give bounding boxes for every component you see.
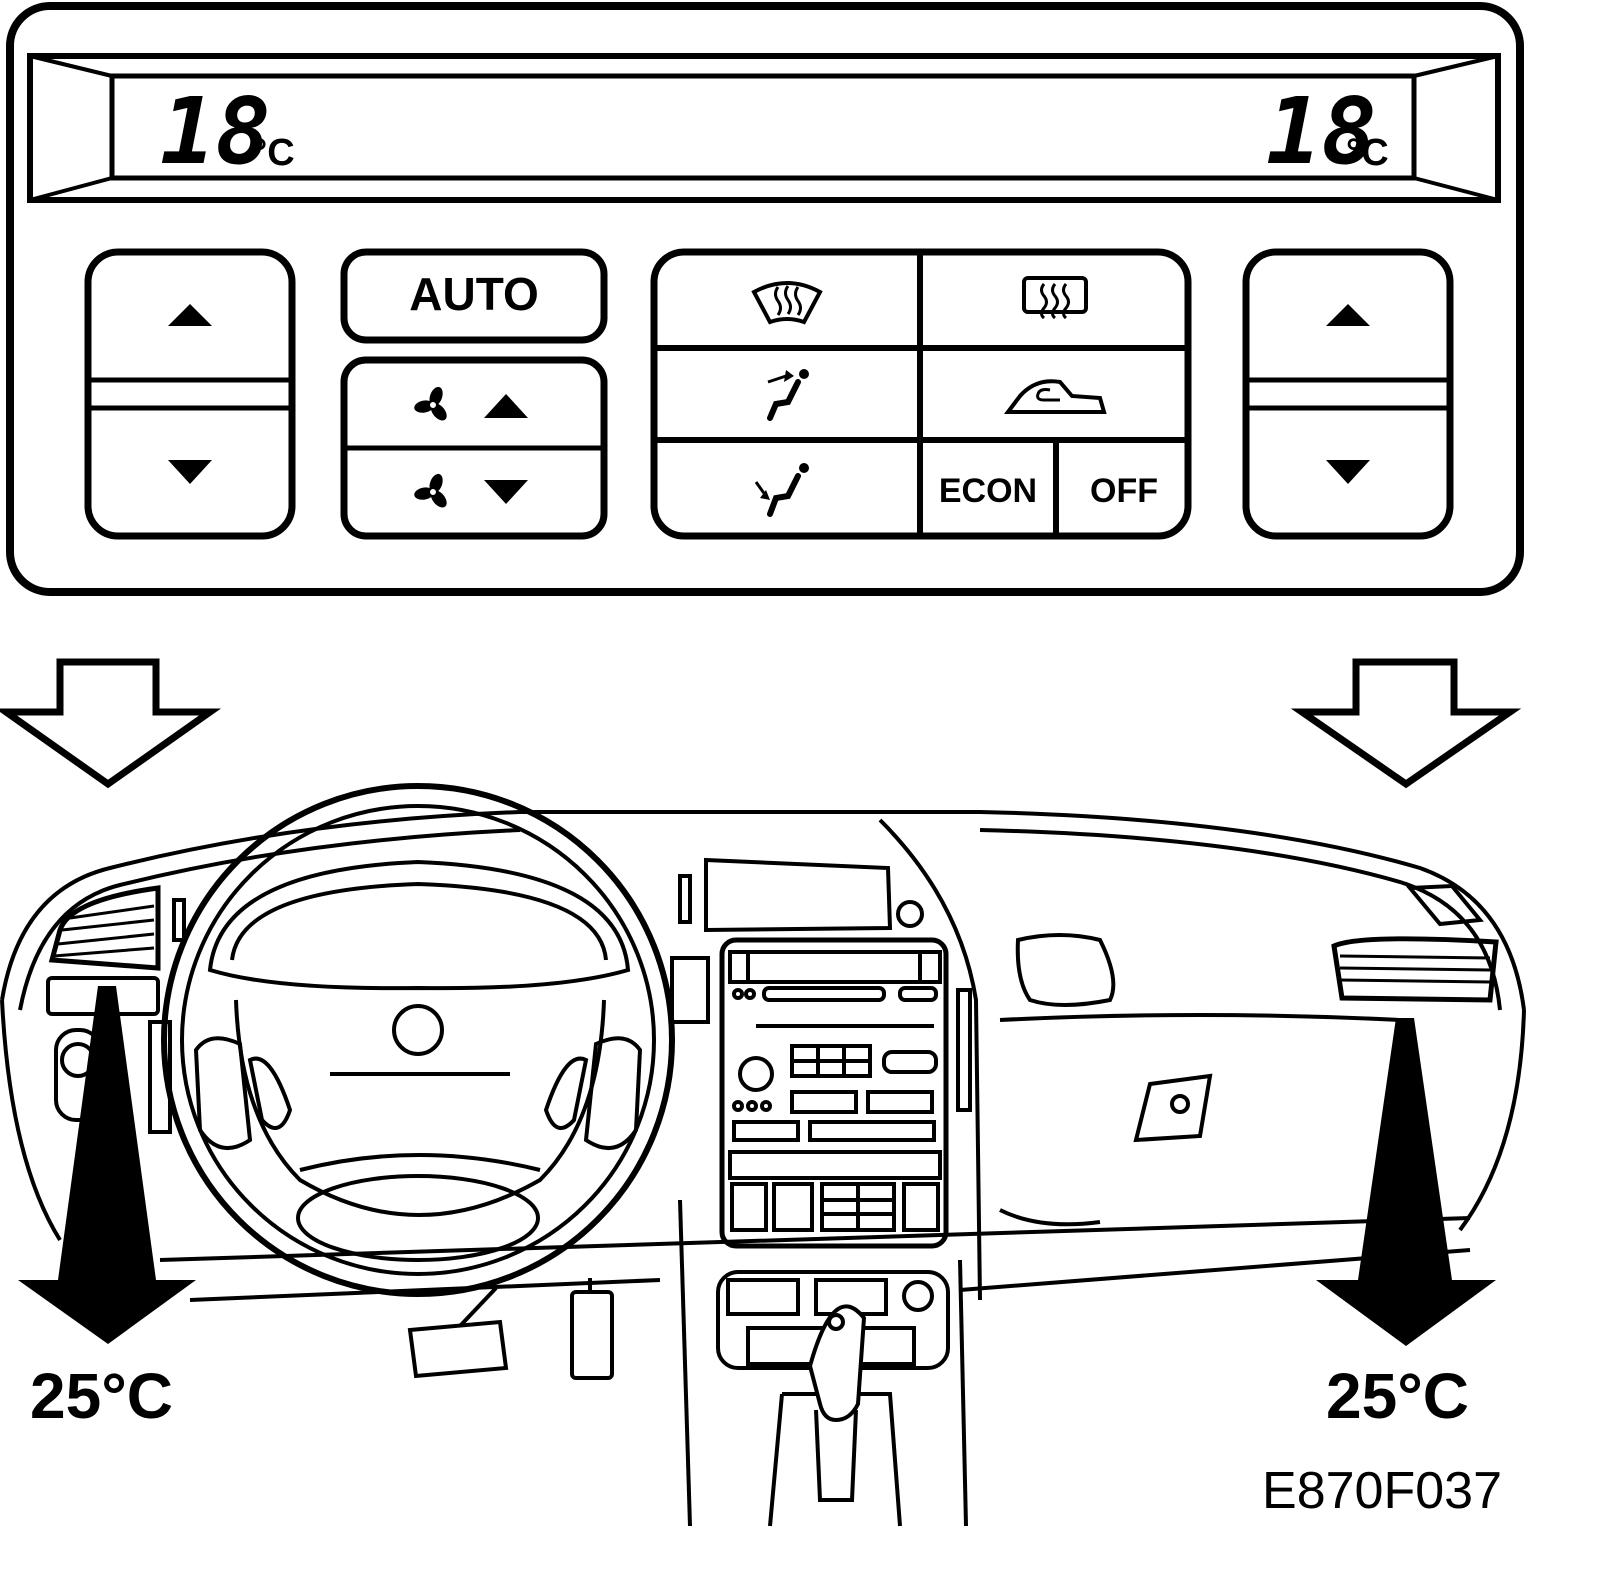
floor-mode-button[interactable] — [658, 444, 916, 532]
auto-button-label: AUTO — [409, 268, 539, 320]
left-display-unit: °C — [252, 132, 295, 174]
off-button[interactable]: OFF — [1060, 444, 1184, 532]
right-temp-up-button[interactable] — [1250, 256, 1446, 376]
left-temp-down-button[interactable] — [92, 412, 288, 532]
off-button-label: OFF — [1090, 472, 1158, 510]
recirculation-icon — [1004, 379, 1107, 414]
right-display-unit: °C — [1346, 132, 1389, 174]
floor-mode-icon — [754, 463, 809, 517]
fan-icon — [414, 473, 447, 508]
up-arrow-icon — [484, 394, 528, 418]
down-arrow-icon — [168, 460, 212, 484]
dashboard-illustration — [0, 783, 1526, 1527]
vent-mode-button[interactable] — [658, 352, 916, 436]
down-arrow-icon — [1326, 460, 1370, 484]
right-hollow-arrow — [1290, 658, 1522, 789]
rear-defrost-button[interactable] — [924, 256, 1184, 344]
right-solid-arrow — [1316, 1018, 1496, 1346]
recirculation-button[interactable] — [924, 352, 1184, 436]
left-temp-buttons — [84, 248, 296, 540]
econ-button[interactable]: ECON — [924, 444, 1052, 532]
down-arrow-icon — [484, 480, 528, 504]
fan-up-button[interactable] — [348, 364, 600, 444]
vent-mode-icon — [767, 369, 809, 421]
left-hollow-arrow — [0, 658, 222, 789]
auto-button[interactable]: AUTO — [340, 248, 608, 344]
right-output-temp: 25°C — [1326, 1360, 1469, 1432]
fan-down-button[interactable] — [348, 452, 600, 532]
rear-defrost-icon — [1022, 276, 1088, 320]
lcd-display: 18 °C 18 °C — [27, 53, 1501, 203]
front-defrost-icon — [751, 281, 823, 325]
fan-speed-buttons — [340, 356, 608, 540]
fan-icon — [414, 386, 447, 421]
figure-id: E870F037 — [1262, 1462, 1502, 1520]
left-temp-up-button[interactable] — [92, 256, 288, 376]
right-display-temp: 18 — [1266, 78, 1377, 185]
econ-button-label: ECON — [939, 472, 1037, 510]
left-solid-arrow — [18, 986, 196, 1344]
control-panel: 18 °C 18 °C AUTO — [6, 2, 1524, 596]
left-output-temp: 25°C — [30, 1360, 173, 1432]
mode-button-grid: ECON OFF — [650, 248, 1192, 540]
front-defrost-button[interactable] — [658, 256, 916, 344]
up-arrow-icon — [1326, 304, 1370, 326]
right-temp-down-button[interactable] — [1250, 412, 1446, 532]
right-temp-buttons — [1242, 248, 1454, 540]
left-display-temp: 18 — [160, 78, 271, 185]
up-arrow-icon — [168, 304, 212, 326]
